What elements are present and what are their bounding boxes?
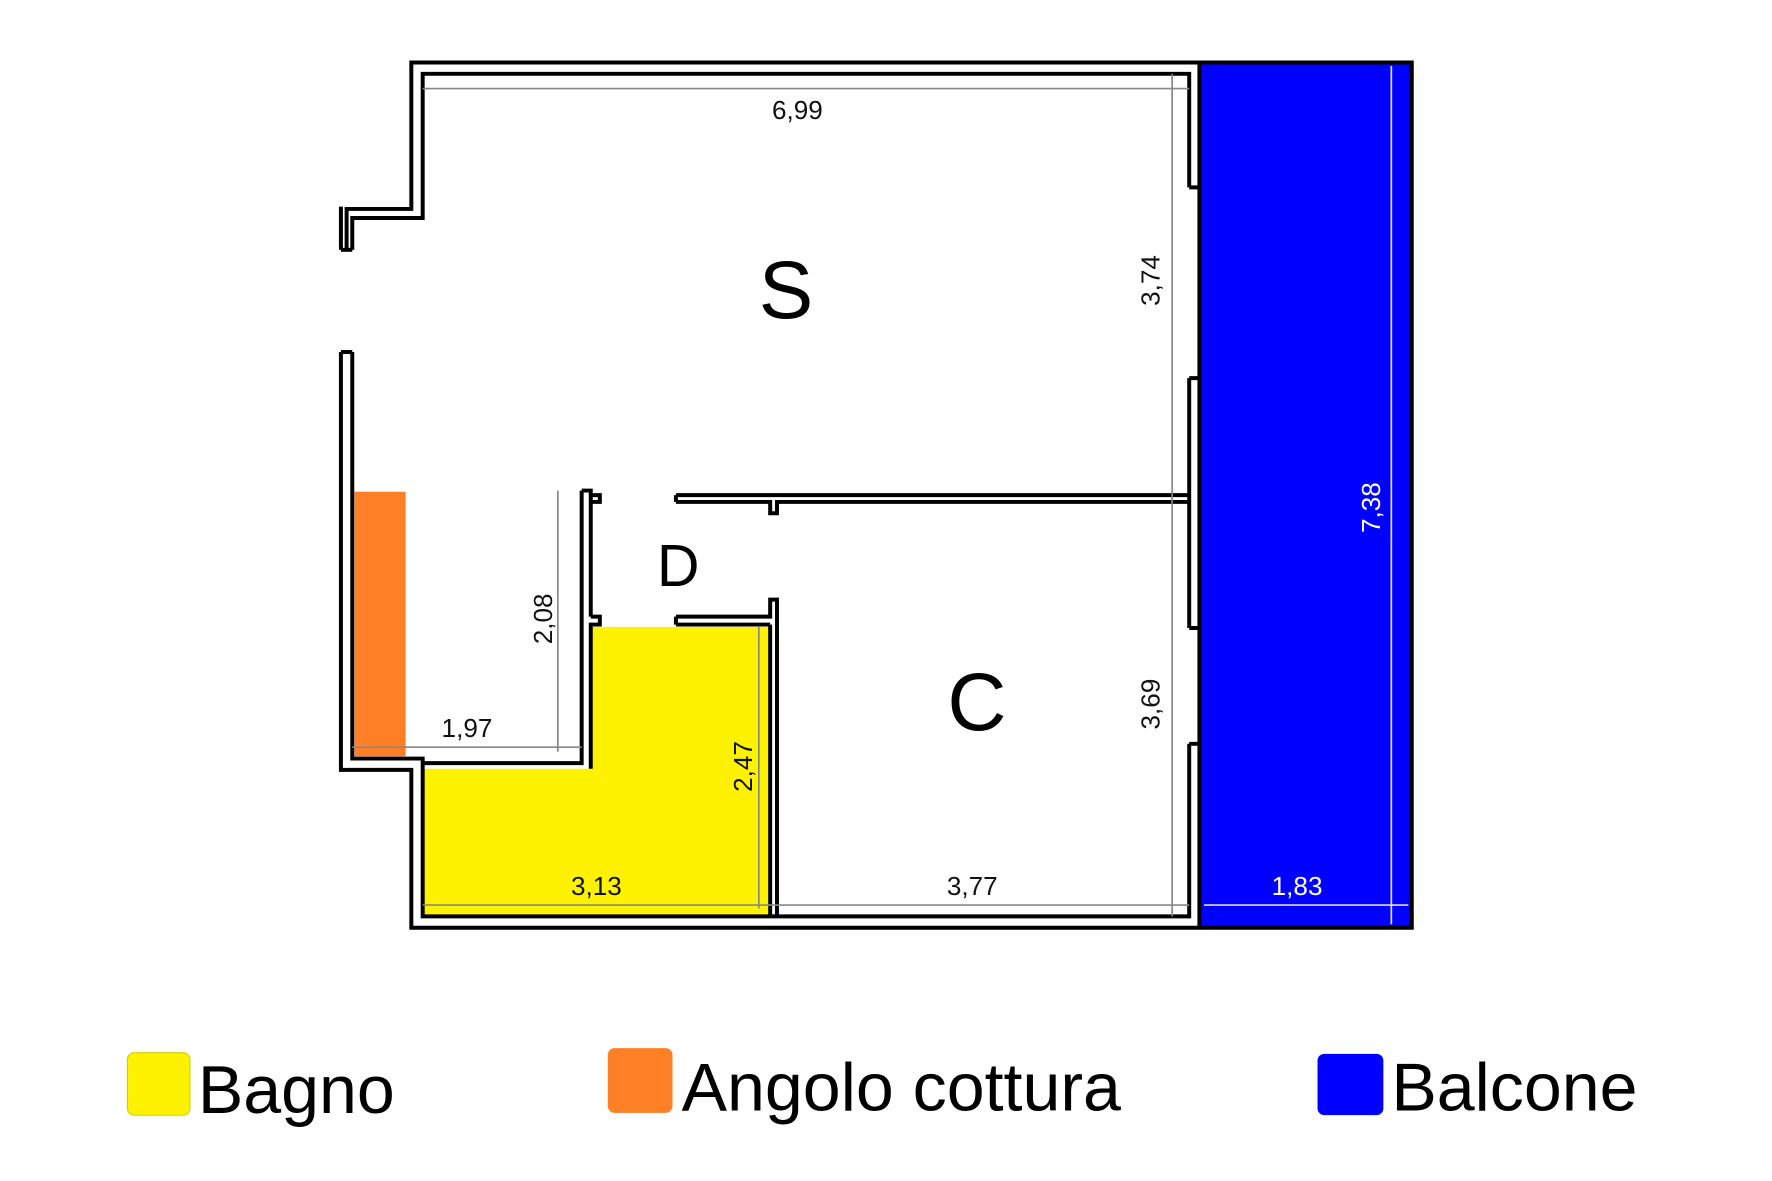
dim-bath-height: 2,47: [728, 741, 758, 792]
dim-bath-width: 3,13: [571, 871, 622, 901]
room-label-c: C: [947, 657, 1006, 748]
dim-s-width: 6,99: [772, 95, 823, 125]
legend-label-balcone: Balcone: [1391, 1050, 1637, 1126]
legend: Bagno Angolo cottura Balcone: [126, 1048, 1638, 1128]
room-label-s: S: [759, 245, 814, 336]
balcony-area: [1200, 62, 1412, 928]
dim-balcony-height: 7,38: [1356, 482, 1386, 533]
dim-c-height: 3,69: [1136, 679, 1166, 730]
dim-kitchen-height: 2,08: [528, 593, 558, 644]
kitchen-area: [354, 491, 406, 757]
legend-swatch-balcone: [1317, 1053, 1384, 1116]
legend-swatch-angolo-cottura: [607, 1048, 673, 1113]
legend-label-bagno: Bagno: [198, 1052, 395, 1128]
dim-c-width: 3,77: [947, 871, 998, 901]
dim-kitchen-width: 1,97: [442, 713, 493, 743]
bathroom-area: [423, 626, 770, 916]
legend-swatch-bagno: [126, 1052, 191, 1116]
room-label-d: D: [657, 533, 700, 599]
dim-s-height: 3,74: [1136, 255, 1166, 306]
dim-balcony-width: 1,83: [1272, 871, 1323, 901]
legend-label-angolo-cottura: Angolo cottura: [682, 1050, 1121, 1126]
